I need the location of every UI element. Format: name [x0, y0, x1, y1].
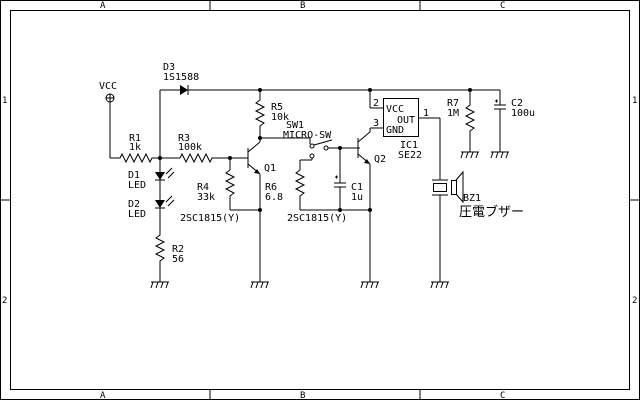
bz1-value: 圧電ブザー	[459, 204, 524, 220]
ground-bz1	[430, 281, 449, 289]
d1-led	[155, 158, 175, 200]
r2-value: 56	[172, 254, 184, 265]
ground-r7	[460, 151, 479, 159]
d2-led	[155, 195, 175, 230]
sw1-value: MICRO-SW	[283, 130, 332, 141]
frame-row-1-left: 1	[2, 96, 7, 106]
d3-ref: D3	[163, 62, 175, 73]
r3-resistor	[160, 152, 240, 164]
r4-value: 33k	[197, 192, 215, 203]
ic1-pin-2: 2	[373, 98, 379, 109]
d1-value: LED	[128, 180, 146, 191]
node-q1-emitter	[258, 208, 262, 212]
frame-row-1-right: 1	[632, 96, 637, 106]
q1-ref: Q1	[264, 163, 276, 174]
vcc-terminal	[105, 93, 120, 159]
r1-ref: R1	[129, 133, 141, 144]
r1-resistor	[119, 152, 160, 164]
ic1-ref: IC1	[400, 140, 418, 151]
ground-q2	[360, 281, 379, 289]
frame-row-2-left: 2	[2, 296, 7, 306]
r2-ref: R2	[172, 244, 184, 255]
ic1-pin-out: OUT	[397, 115, 415, 126]
d3-value: 1S1588	[163, 72, 199, 83]
r2-resistor	[154, 230, 166, 282]
frame-col-b-top: B	[300, 1, 305, 11]
d2-value: LED	[128, 209, 146, 220]
sw1-switch	[309, 138, 360, 160]
r5-resistor	[254, 90, 266, 142]
d2-ref: D2	[128, 199, 140, 210]
r5-value: 10k	[271, 112, 289, 123]
r3-ref: R3	[178, 133, 190, 144]
node-c1-ground	[338, 208, 342, 212]
frame-col-a-bottom: A	[100, 391, 106, 400]
r1-value: 1k	[129, 142, 141, 153]
c2-capacitor	[494, 90, 506, 152]
r6-value: 6.8	[265, 192, 283, 203]
ic1-pin-gnd: GND	[386, 125, 404, 136]
d1-ref: D1	[128, 170, 140, 181]
ic1-pin-1: 1	[423, 108, 429, 119]
r6-ref: R6	[265, 182, 277, 193]
ground-r2	[150, 281, 169, 289]
frame-col-a-top: A	[100, 1, 106, 11]
c2-ref: C2	[511, 98, 523, 109]
ic1-block	[369, 90, 441, 180]
ic1-pin-3: 3	[373, 118, 379, 129]
r4-resistor	[224, 158, 260, 211]
r4-ref: R4	[197, 182, 209, 193]
ic1-pin-vcc: VCC	[386, 104, 404, 115]
r7-value: 1M	[447, 108, 459, 119]
q2-transistor	[340, 127, 383, 282]
ground-c2	[490, 151, 509, 159]
ground-q1	[250, 281, 269, 289]
frame-col-c-bottom: C	[500, 391, 505, 400]
r7-ref: R7	[447, 98, 459, 109]
q2-ref: Q2	[374, 154, 386, 165]
sw1-ref: SW1	[286, 120, 304, 131]
q1-value: 2SC1815(Y)	[180, 213, 240, 224]
r6-resistor	[294, 159, 370, 211]
q2-value: 2SC1815(Y)	[287, 213, 347, 224]
bz1-buzzer	[432, 170, 464, 282]
node-q2-emitter	[368, 208, 372, 212]
d3-diode	[159, 85, 500, 158]
bz1-ref: BZ1	[463, 193, 481, 204]
frame-row-2-right: 2	[632, 296, 637, 306]
vcc-label: VCC	[99, 81, 117, 92]
c1-capacitor	[334, 148, 346, 210]
frame-col-c-top: C	[500, 1, 505, 11]
ic1-value: SE22	[398, 150, 422, 161]
frame-col-b-bottom: B	[300, 391, 305, 400]
c2-value: 100u	[511, 108, 535, 119]
c1-ref: C1	[351, 182, 363, 193]
r3-value: 100k	[178, 142, 202, 153]
r5-ref: R5	[271, 102, 283, 113]
c1-value: 1u	[351, 192, 363, 203]
r7-resistor	[464, 90, 476, 152]
q1-transistor	[240, 141, 261, 282]
